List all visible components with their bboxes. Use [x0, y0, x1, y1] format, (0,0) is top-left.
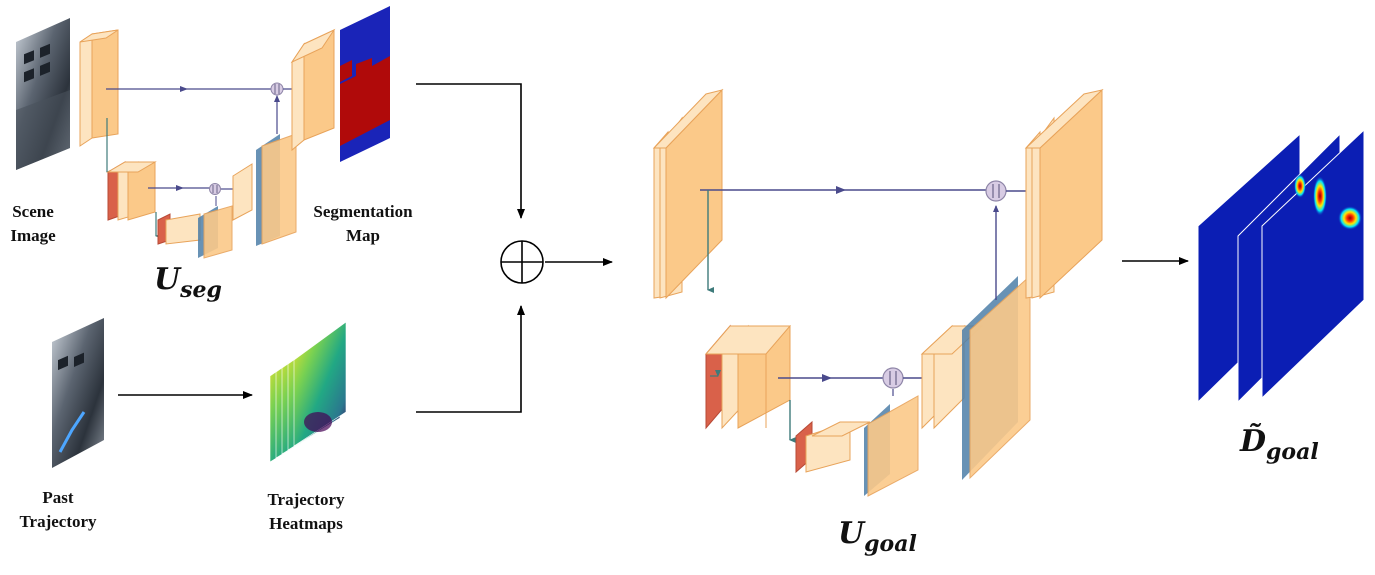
seg-bottleneck-block [157, 205, 233, 259]
trajectory-heatmaps-label: Trajectory Heatmaps [248, 488, 364, 536]
trajectory-heatmaps-label-line-2: Heatmaps [269, 514, 343, 533]
heatmap-to-fusion-arrow [416, 305, 525, 413]
goal-concat-operator-2 [882, 367, 904, 389]
segmentation-map-label-line-2: Map [346, 226, 380, 245]
seg-to-fusion-arrow [416, 83, 525, 219]
seg-encoder-block-2 [106, 161, 157, 221]
segmentation-map-label: Segmentation Map [298, 200, 428, 248]
scene-image-label-line-2: Image [10, 226, 56, 245]
seg-concat-operator-2 [209, 183, 221, 195]
trajectory-heatmaps-label-line-1: Trajectory [267, 490, 345, 509]
goal-hotspot-3 [1338, 206, 1362, 230]
d-goal-label: D̃goal [1240, 424, 1319, 465]
segmentation-map-label-line-1: Segmentation [313, 202, 413, 221]
goal-hotspot-1 [1294, 174, 1306, 198]
goal-decoder-block-1 [1024, 88, 1104, 300]
u-seg-subscript: seg [180, 277, 222, 303]
goal-decoder-block-2 [920, 274, 1031, 480]
seg-concat-operator-1 [270, 82, 284, 96]
u-seg-network [16, 6, 390, 259]
u-goal-network [652, 88, 1104, 497]
past-trajectory-label-line-2: Trajectory [19, 512, 97, 531]
scene-image-label-line-1: Scene [12, 202, 54, 221]
seg-decoder-block-1 [290, 28, 336, 152]
goal-heatmaps-stack [1197, 128, 1365, 404]
d-goal-base: D̃ [1240, 424, 1267, 459]
u-goal-subscript: goal [864, 531, 917, 557]
past-trajectory-thumbnail [52, 318, 104, 468]
past-trajectory-label-line-1: Past [42, 488, 74, 507]
scene-image-thumbnail [16, 18, 70, 170]
goal-encoder-block-2 [704, 324, 792, 430]
addition-operator [500, 240, 544, 284]
goal-bottleneck-block [795, 395, 919, 497]
segmentation-map-output [340, 6, 390, 162]
scene-image-label: Scene Image [2, 200, 64, 248]
goal-encoder-block-1 [652, 88, 724, 300]
u-goal-label: Ugoal [838, 516, 917, 557]
goal-hotspot-2 [1313, 176, 1327, 216]
past-trajectory-label: Past Trajectory [10, 486, 106, 534]
trajectory-heatmaps-stack [269, 321, 347, 463]
u-seg-base: U [154, 262, 181, 297]
d-goal-subscript: goal [1266, 439, 1319, 465]
goal-concat-operator-1 [985, 180, 1007, 202]
seg-decoder-block-2 [232, 133, 297, 246]
seg-encoder-block-1 [79, 29, 119, 147]
u-seg-label: Useg [154, 262, 222, 303]
u-goal-base: U [838, 516, 865, 551]
